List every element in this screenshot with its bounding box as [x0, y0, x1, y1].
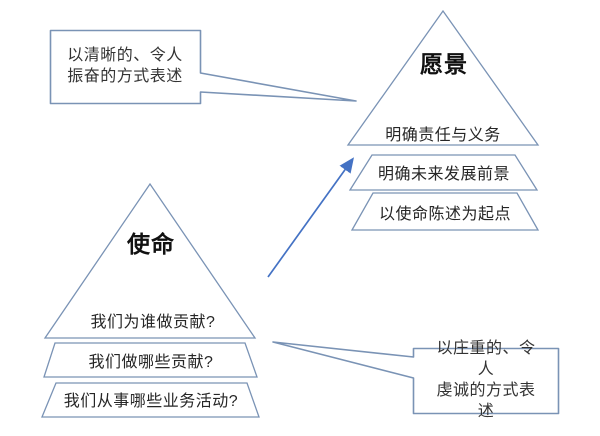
vision-layer-1-label: 明确责任与义务: [385, 127, 501, 144]
mission-pyramid-top-triangle: [43, 182, 257, 339]
mission-pyramid-bottom-band: [41, 382, 260, 418]
vision-note-callout-shape: [49, 29, 357, 105]
vision-note-text: 以清晰的、令人 振奋的方式表述: [67, 47, 183, 85]
vision-pyramid-title: 愿景: [420, 51, 468, 77]
vision-pyramid-bottom-band: [350, 192, 540, 231]
mission-to-vision-arrow: [267, 157, 354, 278]
mission-layer-2-label: 我们做哪些贡献?: [88, 354, 214, 371]
mission-layer-3-label: 我们从事哪些业务活动?: [63, 393, 239, 410]
vision-layer-2-label: 明确未来发展前景: [377, 166, 511, 183]
mission-pyramid-middle-band: [43, 342, 258, 378]
vision-pyramid-top-triangle: [346, 9, 540, 146]
mission-note-callout-shape: [272, 341, 560, 415]
vision-layer-3-label: 以使命陈述为起点: [378, 206, 512, 223]
mission-layer-1-label: 我们为谁做贡献?: [90, 314, 216, 331]
mission-note-text: 以庄重的、令人 虔诚的方式表述: [436, 340, 536, 420]
vision-pyramid-middle-band: [348, 154, 539, 191]
mission-pyramid-title: 使命: [127, 231, 175, 257]
